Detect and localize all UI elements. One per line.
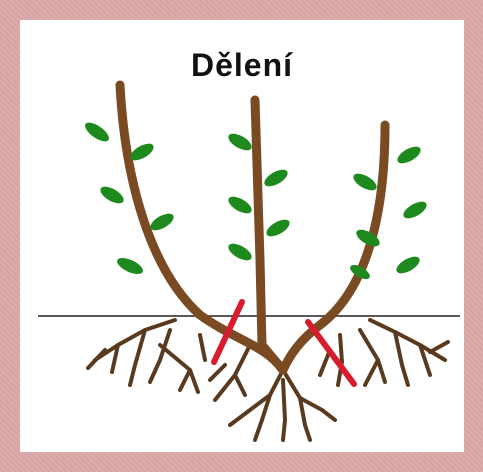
stem-right xyxy=(283,125,385,370)
cut-mark-left xyxy=(214,302,242,362)
roots xyxy=(88,320,448,440)
cut-mark-right xyxy=(308,322,354,384)
